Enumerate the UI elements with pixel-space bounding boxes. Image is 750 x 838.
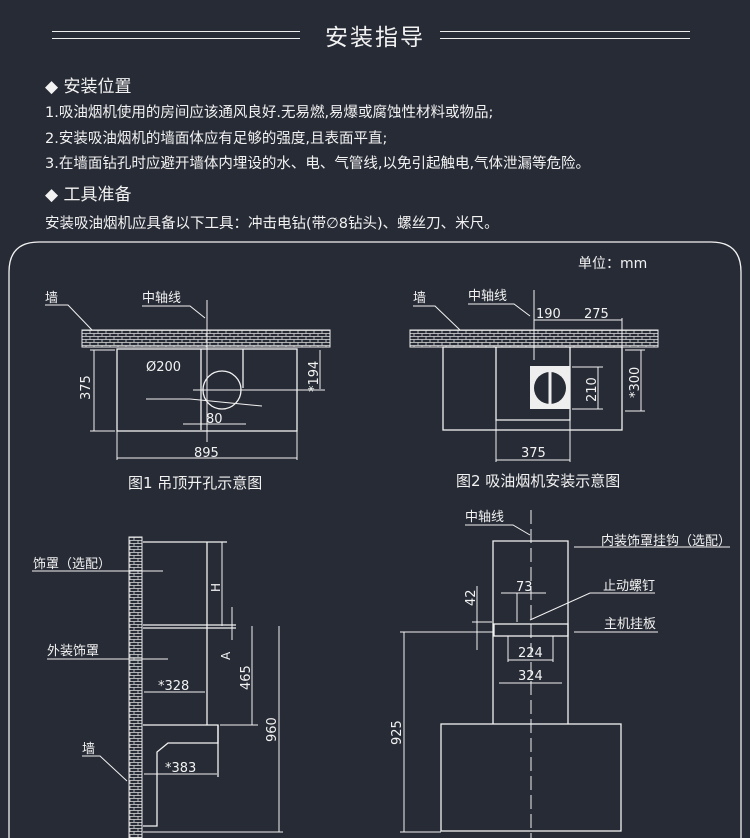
frame [8, 241, 742, 838]
dim-210: 210 [585, 377, 600, 402]
dim-324: 324 [518, 669, 543, 684]
dim-42: 42 [464, 589, 479, 606]
figure-4: 中轴线 内装饰罩挂钩（选配） 止动螺钉 主机挂板 73 42 224 324 9… [390, 510, 731, 838]
title-rule-right [440, 31, 690, 39]
label-outer-cover: 外装饰罩 [47, 644, 99, 659]
label-plate: 主机挂板 [604, 617, 656, 632]
dim-960: 960 [265, 717, 280, 742]
page-title: 安装指导 [325, 25, 425, 51]
dim-190: 190 [536, 307, 561, 322]
text-line: 安装吸油烟机应具备以下工具：冲击电钻(带∅8钻头)、螺丝刀、米尺。 [45, 216, 499, 232]
dim-375: 375 [521, 446, 546, 461]
dim-224: 224 [518, 646, 543, 661]
dim-465: 465 [239, 665, 254, 690]
dim-375: 375 [79, 375, 94, 400]
dim-H: H [209, 583, 223, 592]
wall [81, 329, 331, 348]
text-line: 2.安装吸油烟机的墙面体应有足够的强度,且表面平直; [45, 131, 388, 147]
dim-383: *383 [165, 761, 196, 776]
dim-A: A [219, 651, 233, 660]
dim-275: 275 [584, 307, 609, 322]
dim-300: *300 [628, 367, 643, 398]
heading-install-location: ◆ 安装位置 [45, 77, 132, 97]
figure-1: 墙 中轴线 Ø200 375 *194 80 895 图1 吊顶开孔示意图 [45, 291, 331, 492]
dim-73: 73 [516, 580, 533, 595]
figure-2: 墙 中轴线 190 275 210 *300 375 图2 吸油烟机安装示意图 [409, 289, 659, 490]
caption-fig2: 图2 吸油烟机安装示意图 [456, 472, 620, 490]
dim-diameter: Ø200 [146, 360, 181, 375]
label-wall: 墙 [82, 742, 95, 757]
dim-925: 925 [390, 720, 405, 745]
title-rule-left [52, 31, 300, 39]
heading-tools: ◆ 工具准备 [45, 185, 132, 205]
label-hook: 内装饰罩挂钩（选配） [601, 533, 731, 549]
dim-328: *328 [158, 679, 189, 694]
figure-3: H A 465 960 *328 *383 饰罩（选配） 外装饰罩 墙 [32, 536, 283, 838]
caption-fig1: 图1 吊顶开孔示意图 [128, 474, 262, 492]
label-axis: 中轴线 [465, 510, 504, 525]
dim-895: 895 [194, 446, 219, 461]
dim-194: *194 [307, 361, 322, 392]
label-wall: 墙 [413, 291, 426, 306]
label-wall: 墙 [45, 291, 58, 306]
wall [128, 536, 143, 838]
dim-80: 80 [206, 412, 223, 427]
label-cover-optional: 饰罩（选配） [33, 557, 111, 572]
label-axis: 中轴线 [142, 291, 181, 306]
label-axis: 中轴线 [468, 289, 507, 304]
label-screw: 止动螺钉 [603, 579, 655, 594]
text-line: 3.在墙面钻孔时应避开墙体内埋设的水、电、气管线,以免引起触电,气体泄漏等危险。 [45, 156, 591, 172]
unit-label: 单位：mm [578, 256, 647, 272]
text-line: 1.吸油烟机使用的房间应该通风良好.无易燃,易爆或腐蚀性材料或物品; [45, 105, 494, 121]
